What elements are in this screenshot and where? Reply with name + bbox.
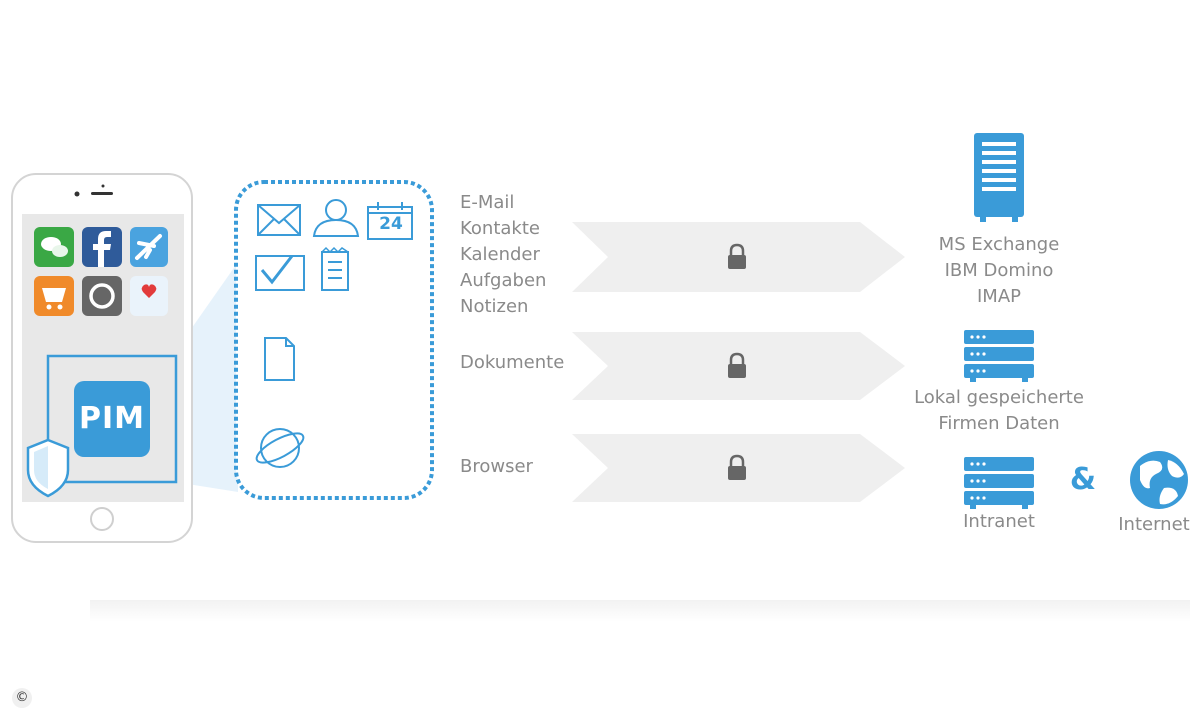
dest-local-storage: Lokal gespeicherte xyxy=(914,387,1084,408)
label-calendar: Kalender xyxy=(460,244,540,265)
label-tasks: Aufgaben xyxy=(460,270,547,291)
dest-intranet: Intranet xyxy=(963,511,1035,532)
internet-label: Internet xyxy=(1118,514,1190,535)
ampersand: & xyxy=(1069,462,1097,497)
label-browser: Browser xyxy=(460,456,533,477)
dest-company-data: Firmen Daten xyxy=(938,413,1060,434)
document-icon xyxy=(264,337,295,381)
tower-server-icon xyxy=(974,133,1024,222)
pim-frame xyxy=(46,354,178,484)
browser-icon xyxy=(255,428,305,468)
notes-icon xyxy=(321,246,349,291)
globe-icon xyxy=(1130,451,1188,509)
pim-app-icon[interactable] xyxy=(74,381,150,457)
pim-label: PIM xyxy=(78,401,145,436)
circle-app-icon[interactable] xyxy=(82,276,122,316)
contact-icon xyxy=(312,199,360,237)
mail-icon xyxy=(257,204,301,236)
lock-icon xyxy=(728,454,746,480)
dest-ibm-domino: IBM Domino xyxy=(944,260,1054,281)
app-grid xyxy=(34,227,168,316)
calendar-day: 24 xyxy=(379,214,403,234)
tasks-icon xyxy=(255,255,305,291)
lock-icon xyxy=(728,243,746,269)
secure-container xyxy=(234,180,434,500)
ground-shadow xyxy=(90,600,1190,622)
calendar-icon xyxy=(367,202,413,240)
label-email: E-Mail xyxy=(460,192,515,213)
shield-icon xyxy=(26,438,70,498)
lock-icon xyxy=(728,352,746,378)
intranet-server-icon xyxy=(964,457,1034,509)
label-documents: Dokumente xyxy=(460,352,565,373)
dest-ms-exchange: MS Exchange xyxy=(938,234,1060,255)
label-contacts: Kontakte xyxy=(460,218,540,239)
rack-server-icon xyxy=(964,330,1034,382)
dest-imap: IMAP xyxy=(976,286,1021,307)
label-notes: Notizen xyxy=(460,296,529,317)
copyright-badge: © xyxy=(12,688,32,708)
home-button[interactable] xyxy=(90,507,114,531)
